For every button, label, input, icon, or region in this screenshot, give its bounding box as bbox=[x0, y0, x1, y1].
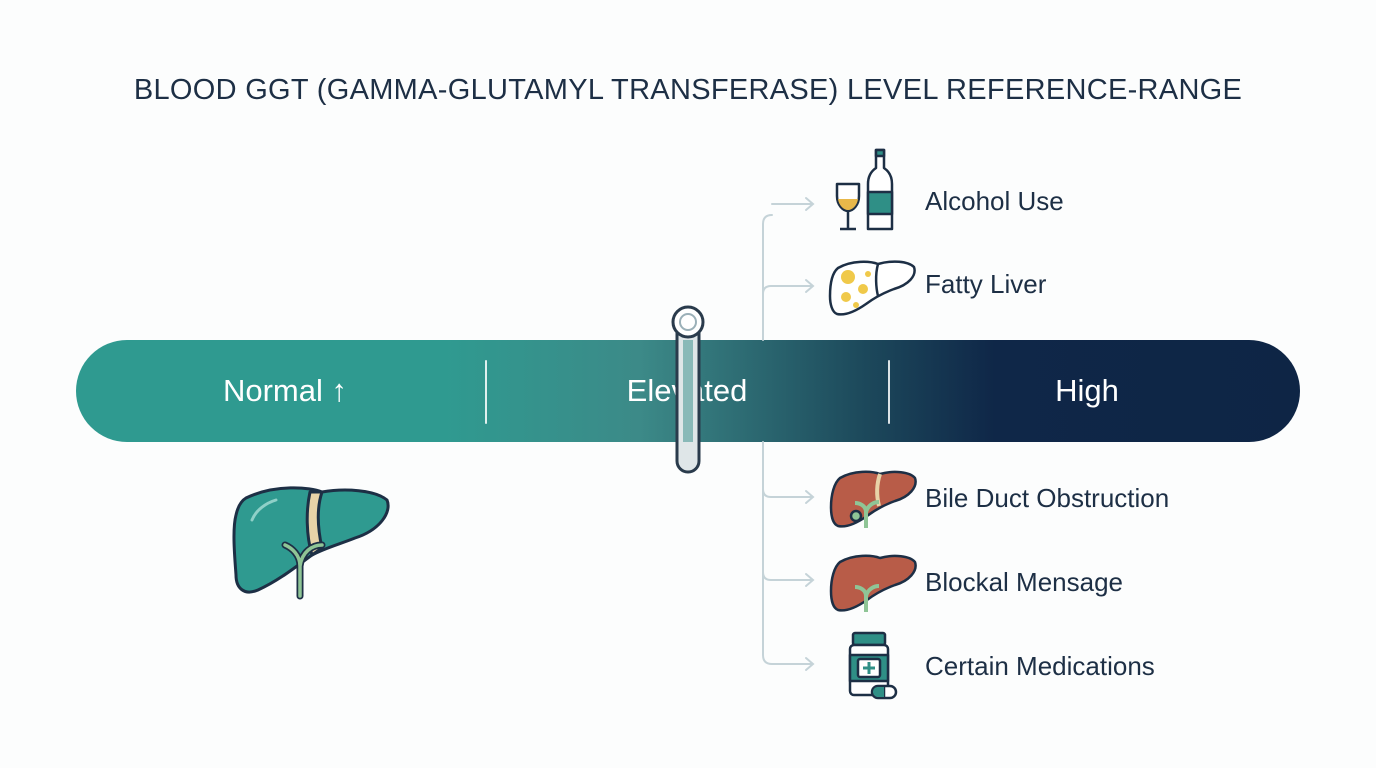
cause-label-certain-medications: Certain Medications bbox=[925, 651, 1155, 681]
segment-high-label: High bbox=[1055, 373, 1119, 408]
wine-bottle-icon bbox=[835, 148, 894, 231]
cause-label-alcohol-use: Alcohol Use bbox=[925, 186, 1064, 216]
fatty-liver-icon bbox=[828, 260, 916, 316]
range-marker bbox=[671, 305, 705, 474]
blocked-liver-icon bbox=[829, 554, 917, 612]
healthy-liver-icon bbox=[232, 486, 390, 600]
cause-label-blockal-mensage: Blockal Mensage bbox=[925, 567, 1123, 597]
cause-label-fatty-liver: Fatty Liver bbox=[925, 269, 1047, 299]
segment-divider-2 bbox=[888, 360, 890, 424]
cause-label-bile-duct-obstruction: Bile Duct Obstruction bbox=[925, 483, 1170, 513]
connector-lines bbox=[762, 197, 815, 671]
page-title: BLOOD GGT (GAMMA-GLUTAMYL TRANSFERASE) L… bbox=[133, 74, 1243, 106]
bile-duct-liver-icon bbox=[829, 470, 917, 528]
segment-divider-1 bbox=[485, 360, 487, 424]
segment-normal-label: Normal ↑ bbox=[222, 373, 347, 408]
medication-bottle-icon bbox=[848, 631, 898, 700]
